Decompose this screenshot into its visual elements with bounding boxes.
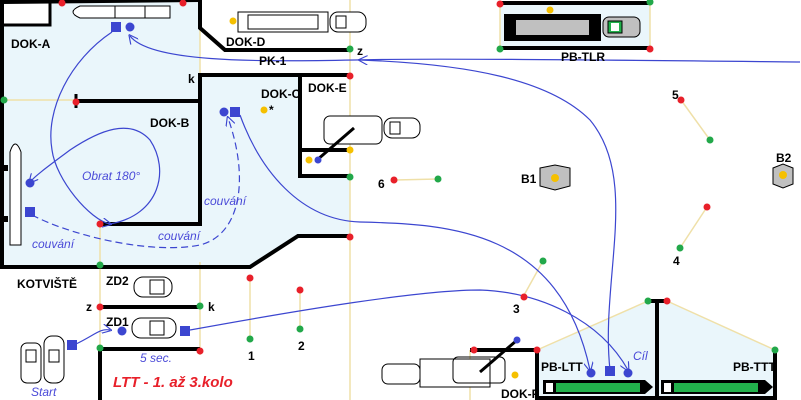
course-title: LTT - 1. až 3.kolo bbox=[113, 374, 233, 391]
label-gate-6: 6 bbox=[378, 177, 385, 191]
boat-zd1 bbox=[131, 317, 177, 339]
note-couvani-2: couvání bbox=[158, 229, 202, 243]
label-gate-4: 4 bbox=[673, 254, 680, 268]
train-pb-ltt bbox=[543, 380, 653, 394]
boat-dok-f bbox=[381, 339, 517, 388]
buoy-b1 bbox=[539, 164, 571, 191]
moored-boat-dok-b bbox=[3, 143, 22, 246]
label-gate-1: 1 bbox=[248, 349, 255, 363]
label-pb-ltt: PB-LTT bbox=[541, 360, 583, 374]
position-markers bbox=[25, 22, 633, 378]
label-kotviste: KOTVIŠTĚ bbox=[17, 276, 77, 291]
note-start: Start bbox=[31, 385, 57, 399]
label-star: * bbox=[269, 103, 274, 117]
boat-dok-e bbox=[316, 115, 421, 162]
label-zd2: ZD2 bbox=[106, 274, 129, 288]
gate-dots bbox=[0, 0, 779, 379]
note-obrat: Obrat 180° bbox=[82, 169, 140, 183]
label-dok-a: DOK-A bbox=[11, 37, 51, 51]
train-pb-tlr bbox=[504, 14, 641, 41]
label-b2: B2 bbox=[776, 151, 792, 165]
label-gate-3: 3 bbox=[513, 302, 520, 316]
course-paths bbox=[30, 31, 801, 370]
label-dok-e: DOK-E bbox=[308, 81, 347, 95]
pb-ttt-area bbox=[657, 301, 775, 398]
gate-lines bbox=[4, 0, 776, 400]
label-dok-d: DOK-D bbox=[226, 35, 266, 49]
walls bbox=[0, 0, 777, 400]
dock-area-fill bbox=[2, 2, 350, 267]
label-zd1: ZD1 bbox=[106, 315, 129, 329]
label-k-top: k bbox=[188, 72, 195, 86]
boat-dok-d bbox=[237, 11, 367, 33]
label-dok-c: DOK-C bbox=[261, 87, 301, 101]
label-pb-ttt: PB-TTT bbox=[733, 360, 776, 374]
label-z-top: z bbox=[357, 44, 363, 58]
label-k-zd: k bbox=[208, 300, 215, 314]
note-couvani-1: couvání bbox=[204, 194, 248, 208]
note-couvani-3: couvání bbox=[32, 237, 76, 251]
note-cil: Cíl bbox=[633, 349, 648, 363]
label-b1: B1 bbox=[521, 172, 537, 186]
note-wait: 5 sec. bbox=[140, 351, 172, 365]
train-pb-ttt bbox=[661, 380, 773, 394]
buoy-b2 bbox=[772, 163, 794, 189]
label-z-zd: z bbox=[86, 300, 92, 314]
label-pb-tlr: PB-TLR bbox=[561, 50, 605, 64]
label-gate-2: 2 bbox=[298, 339, 305, 353]
label-gate-5: 5 bbox=[672, 88, 679, 102]
start-boats bbox=[20, 335, 65, 384]
label-dok-b: DOK-B bbox=[150, 116, 190, 130]
label-pk1: PK-1 bbox=[259, 54, 287, 68]
corner-box bbox=[0, 0, 52, 27]
moored-boat-dok-a bbox=[72, 5, 171, 19]
label-dok-f: DOK-F bbox=[501, 387, 539, 400]
boat-zd2 bbox=[133, 276, 173, 298]
